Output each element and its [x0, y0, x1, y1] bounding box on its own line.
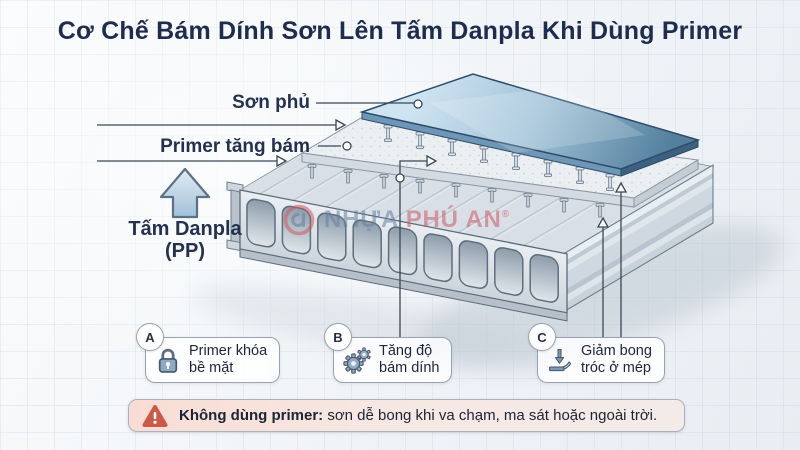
callout-b-badge: B — [324, 323, 352, 351]
callout-c-text: Giảm bong tróc ở mép — [581, 343, 652, 376]
warning-text: Không dùng primer: sơn dễ bong khi va ch… — [179, 407, 658, 424]
callout-b-box: Tăng độ bám dính — [333, 337, 453, 383]
callout-edge-peel: C Giảm bong tróc ở mép — [528, 323, 665, 383]
lock-icon — [158, 348, 178, 373]
callout-c-box: Giảm bong tróc ở mép — [537, 337, 665, 383]
primer-layer-3d — [300, 114, 700, 208]
callout-a-text: Primer khóa bề mặt — [189, 343, 268, 376]
sheet-side-layers — [564, 164, 714, 312]
callout-adhesion: B — [324, 323, 453, 383]
callout-a-badge: A — [136, 323, 164, 351]
callout-a-box: Primer khóa bề mặt — [145, 337, 281, 383]
peel-edge-icon — [549, 348, 572, 371]
callout-b-text: Tăng độ bám dính — [379, 343, 440, 376]
label-danpla-sheet: Tấm Danpla (PP) — [128, 218, 242, 262]
gears-icon — [343, 346, 371, 374]
bonding-studs-lower — [307, 164, 605, 218]
warning-triangle-icon — [142, 404, 168, 427]
callout-c-badge: C — [528, 323, 556, 351]
leader-lines — [97, 99, 628, 337]
label-paint-layer: Sơn phủ — [232, 92, 310, 113]
warning-banner: Không dùng primer: sơn dễ bong khi va ch… — [128, 399, 685, 432]
page-title: Cơ Chế Bám Dính Sơn Lên Tấm Danpla Khi D… — [57, 17, 743, 45]
sheet-shadow — [192, 223, 784, 370]
up-arrow-icon — [159, 167, 211, 219]
callout-primer-lock: A Primer khóa bề mặt — [136, 323, 281, 383]
label-primer-layer: Primer tăng bám — [160, 136, 310, 157]
paint-layer-3d — [359, 73, 701, 177]
